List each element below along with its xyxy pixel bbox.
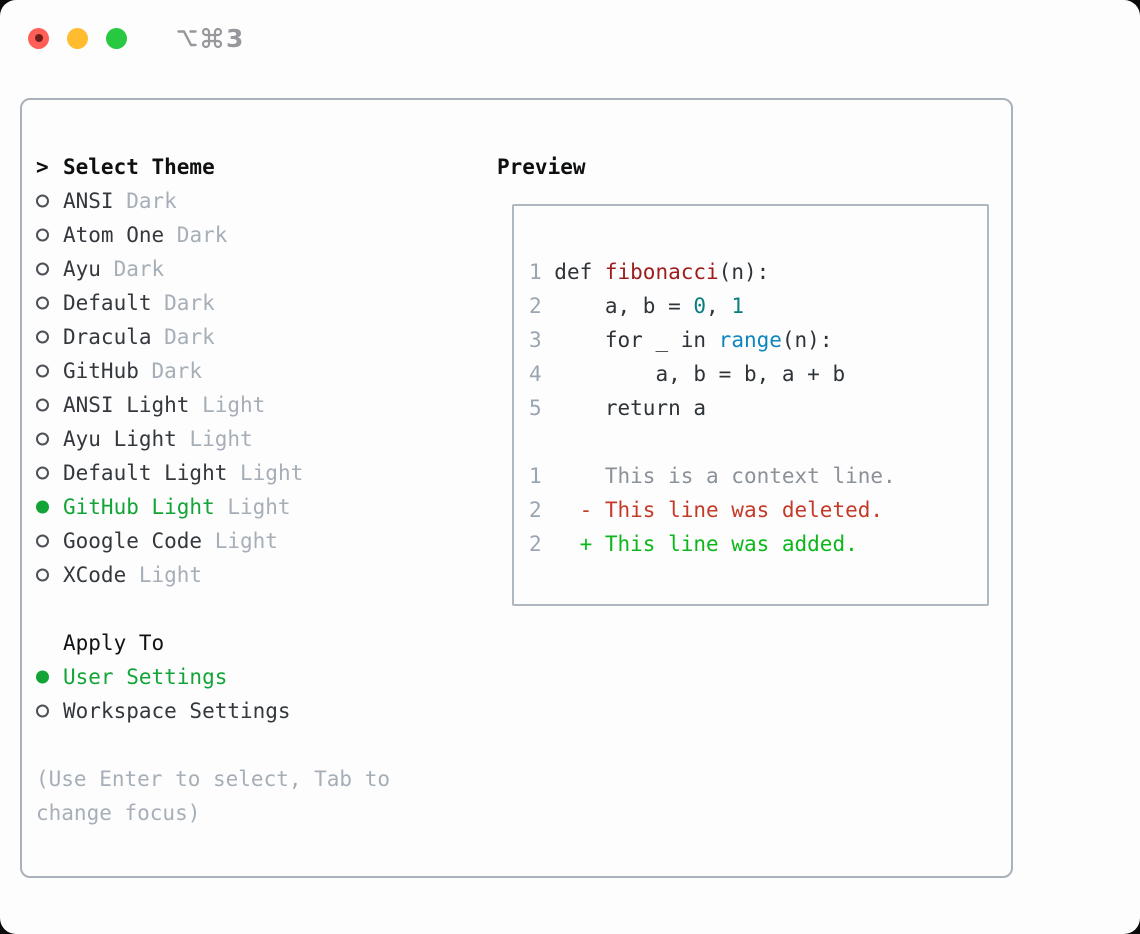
option-variant-tag: Dark: [164, 223, 228, 247]
option-label: Atom One: [63, 223, 165, 247]
radio-unselected-icon: [36, 330, 49, 344]
zoom-button[interactable]: [106, 27, 127, 49]
option-label: Default: [63, 291, 152, 315]
titlebar: 3: [28, 23, 244, 53]
line-number: 2: [529, 294, 555, 318]
theme-option[interactable]: Default Light Light: [36, 456, 476, 490]
spacer: [36, 592, 476, 626]
apply-to-header: Apply To: [63, 631, 165, 655]
radio-unselected-icon: [36, 262, 49, 276]
help-text: (Use Enter to select, Tab to change focu…: [36, 767, 391, 825]
prompt-caret: >: [36, 155, 49, 179]
radio-unselected-icon: [36, 568, 49, 582]
option-label: XCode: [63, 563, 127, 587]
radio-unselected-icon: [36, 398, 49, 412]
radio-unselected-icon: [36, 364, 49, 378]
option-key-icon: [175, 26, 199, 50]
option-variant-tag: Dark: [138, 359, 203, 383]
option-variant-tag: Light: [202, 529, 278, 553]
preview-code-line: 3 for _ in range(n):: [529, 328, 833, 352]
line-number: 3: [529, 328, 555, 352]
line-number: 2: [529, 532, 555, 556]
option-variant-tag: Dark: [113, 189, 177, 213]
option-variant-tag: Dark: [151, 291, 215, 315]
option-label: Dracula: [63, 325, 152, 349]
option-label: GitHub Light: [63, 495, 215, 519]
option-label: Workspace Settings: [63, 699, 291, 723]
radio-unselected-icon: [36, 466, 49, 480]
option-label: ANSI: [63, 189, 114, 213]
select-theme-header: > Select Theme: [36, 150, 476, 184]
theme-option[interactable]: GitHub Light Light: [36, 490, 476, 524]
window-title-shortcut: 3: [175, 23, 244, 53]
option-variant-tag: Light: [227, 461, 304, 485]
option-label: GitHub: [63, 359, 139, 383]
preview-pane: 1 def fibonacci(n): 2 a, b = 0, 1 3 for _ …: [512, 204, 989, 606]
select-theme-title: Select Theme: [63, 155, 215, 179]
option-variant-tag: Dark: [151, 325, 215, 349]
line-number: 1: [529, 260, 555, 284]
option-variant-tag: Light: [126, 563, 203, 587]
option-label: Default Light: [63, 461, 228, 485]
radio-unselected-icon: [36, 704, 49, 718]
preview-code-line: 1 This is a context line.: [529, 464, 896, 488]
option-variant-tag: Light: [189, 393, 266, 417]
blank-line: [529, 425, 987, 459]
line-number: 1: [529, 464, 555, 488]
theme-option[interactable]: Atom One Dark: [36, 218, 476, 252]
command-key-icon: [200, 26, 224, 50]
theme-option[interactable]: Ayu Light Light: [36, 422, 476, 456]
preview-title: Preview: [497, 155, 586, 179]
option-variant-tag: Light: [214, 495, 291, 519]
theme-option[interactable]: Default Dark: [36, 286, 476, 320]
radio-unselected-icon: [36, 194, 49, 208]
preview-code-line: 2 + This line was added.: [529, 532, 858, 556]
option-label: Google Code: [63, 529, 203, 553]
spacer: [36, 728, 476, 762]
radio-selected-icon: [36, 670, 49, 684]
preview-code-line: 1 def fibonacci(n):: [529, 260, 770, 284]
theme-option[interactable]: Google Code Light: [36, 524, 476, 558]
radio-unselected-icon: [36, 228, 49, 242]
theme-option[interactable]: ANSI Light Light: [36, 388, 476, 422]
preview-code-line: 5 return a: [529, 396, 707, 420]
option-label: Ayu Light: [63, 427, 177, 451]
shortcut-digit: 3: [226, 23, 244, 53]
line-number: 4: [529, 362, 555, 386]
apply-to-option[interactable]: User Settings: [36, 660, 476, 694]
apply-to-option[interactable]: Workspace Settings: [36, 694, 476, 728]
line-number: 5: [529, 396, 555, 420]
theme-option[interactable]: Dracula Dark: [36, 320, 476, 354]
option-variant-tag: Light: [176, 427, 253, 451]
option-label: Ayu: [63, 257, 101, 281]
minimize-button[interactable]: [67, 27, 88, 49]
close-button[interactable]: [28, 27, 49, 49]
radio-unselected-icon: [36, 432, 49, 446]
option-label: ANSI Light: [63, 393, 190, 417]
theme-option[interactable]: ANSI Dark: [36, 184, 476, 218]
theme-option[interactable]: Ayu Dark: [36, 252, 476, 286]
theme-option[interactable]: GitHub Dark: [36, 354, 476, 388]
preview-code-line: 2 a, b = 0, 1: [529, 294, 744, 318]
preview-code-line: 4 a, b = b, a + b: [529, 362, 846, 386]
line-number: 2: [529, 498, 555, 522]
preview-code-line: 2 - This line was deleted.: [529, 498, 884, 522]
radio-unselected-icon: [36, 296, 49, 310]
radio-selected-icon: [36, 500, 49, 514]
option-label: User Settings: [63, 665, 228, 689]
radio-unselected-icon: [36, 534, 49, 548]
theme-option[interactable]: XCode Light: [36, 558, 476, 592]
option-variant-tag: Dark: [100, 257, 165, 281]
